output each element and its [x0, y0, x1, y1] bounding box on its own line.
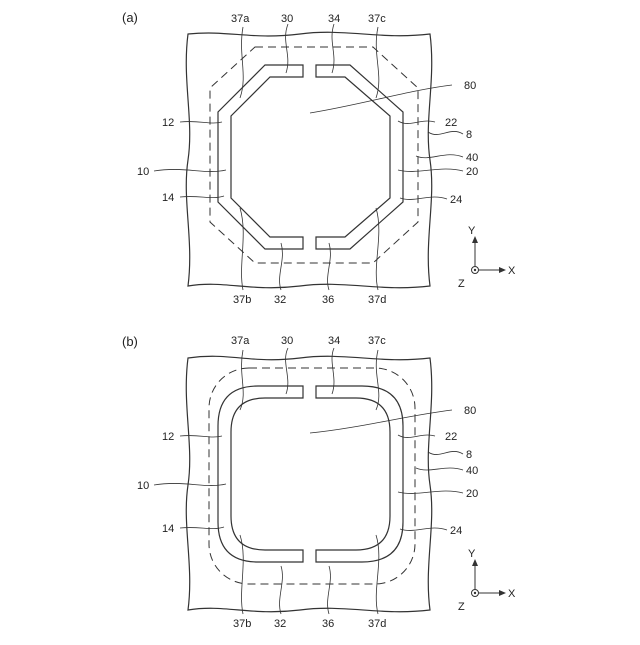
- label-22-b: 22: [445, 431, 457, 443]
- label-22-a: 22: [445, 117, 457, 129]
- label-40-b: 40: [466, 465, 478, 477]
- label-36-a: 36: [322, 294, 334, 306]
- x-axis-label-a: X: [508, 265, 516, 277]
- leader-12-b: [180, 436, 222, 437]
- label-12-a: 12: [162, 117, 174, 129]
- panel-label-b: (b): [122, 334, 138, 349]
- axis-triad-a: Y X Z: [458, 225, 516, 290]
- leader-12-a: [180, 122, 222, 123]
- leader-40-b: [416, 468, 463, 470]
- label-14-b: 14: [162, 523, 174, 535]
- leader-24-a: [400, 197, 447, 199]
- label-14-a: 14: [162, 192, 174, 204]
- leader-37c-a: [376, 27, 379, 98]
- leader-36-a: [328, 243, 331, 290]
- x-arrowhead-a: [499, 267, 506, 273]
- leader-30-b: [286, 348, 288, 394]
- seal-line-40-a: [210, 47, 418, 263]
- label-37a-b: 37a: [231, 335, 250, 347]
- leader-37b-b: [240, 535, 243, 614]
- label-20-a: 20: [466, 166, 478, 178]
- z-axis-dot-b: [474, 592, 476, 594]
- label-37b-b: 37b: [233, 618, 251, 630]
- figure-a: (a) 37a 30 34 37c 80 12 22 8: [122, 10, 516, 306]
- label-37c-b: 37c: [368, 335, 386, 347]
- axis-triad-b: Y X Z: [458, 548, 516, 613]
- leader-34-b: [332, 348, 334, 394]
- label-10-a: 10: [137, 166, 149, 178]
- leader-37d-b: [376, 535, 379, 614]
- y-axis-label-b: Y: [468, 548, 476, 560]
- leader-37d-a: [376, 208, 379, 290]
- label-32-a: 32: [274, 294, 286, 306]
- coil-right-half-a: [316, 65, 403, 249]
- leader-8-b: [428, 451, 463, 454]
- leader-37a-a: [240, 27, 243, 98]
- z-axis-label-b: Z: [458, 601, 465, 613]
- label-24-a: 24: [450, 194, 462, 206]
- leader-37a-b: [240, 350, 243, 410]
- label-20-b: 20: [466, 488, 478, 500]
- leader-36-b: [328, 566, 331, 614]
- leader-40-a: [416, 155, 463, 158]
- label-24-b: 24: [450, 525, 462, 537]
- x-arrowhead-b: [499, 590, 506, 596]
- label-80-b: 80: [464, 405, 476, 417]
- label-12-b: 12: [162, 431, 174, 443]
- coil-left-half-a: [218, 65, 303, 249]
- label-8-b: 8: [466, 449, 472, 461]
- label-34-a: 34: [328, 13, 340, 25]
- y-arrowhead-a: [472, 236, 478, 243]
- coil-left-half-b: [218, 386, 303, 562]
- label-40-a: 40: [466, 152, 478, 164]
- substrate-outline-a: [186, 32, 431, 287]
- label-37a-a: 37a: [231, 13, 250, 25]
- label-34-b: 34: [328, 335, 340, 347]
- label-30-a: 30: [281, 13, 293, 25]
- y-axis-label-a: Y: [468, 225, 476, 237]
- label-37c-a: 37c: [368, 13, 386, 25]
- label-80-a: 80: [464, 80, 476, 92]
- z-axis-label-a: Z: [458, 278, 465, 290]
- label-36-b: 36: [322, 618, 334, 630]
- label-32-b: 32: [274, 618, 286, 630]
- label-37b-a: 37b: [233, 294, 251, 306]
- z-axis-dot-a: [474, 269, 476, 271]
- panel-label-a: (a): [122, 10, 138, 25]
- label-30-b: 30: [281, 335, 293, 347]
- label-8-a: 8: [466, 129, 472, 141]
- leader-32-a: [280, 243, 283, 290]
- leader-10-b: [154, 483, 226, 485]
- substrate-outline-b: [186, 356, 431, 611]
- y-arrowhead-b: [472, 559, 478, 566]
- leader-32-b: [280, 566, 283, 614]
- leader-8-a: [428, 131, 463, 134]
- label-37d-a: 37d: [368, 294, 386, 306]
- leader-34-a: [332, 24, 334, 73]
- leader-37b-a: [240, 208, 243, 290]
- label-10-b: 10: [137, 480, 149, 492]
- label-37d-b: 37d: [368, 618, 386, 630]
- leader-10-a: [154, 169, 226, 171]
- leader-24-b: [400, 528, 447, 530]
- figure-b: (b) 37a 30 34 37c 80 12 22 8: [122, 334, 516, 630]
- seal-line-40-b: [209, 368, 415, 584]
- x-axis-label-b: X: [508, 588, 516, 600]
- coil-right-half-b: [316, 386, 403, 562]
- leader-30-a: [286, 24, 288, 73]
